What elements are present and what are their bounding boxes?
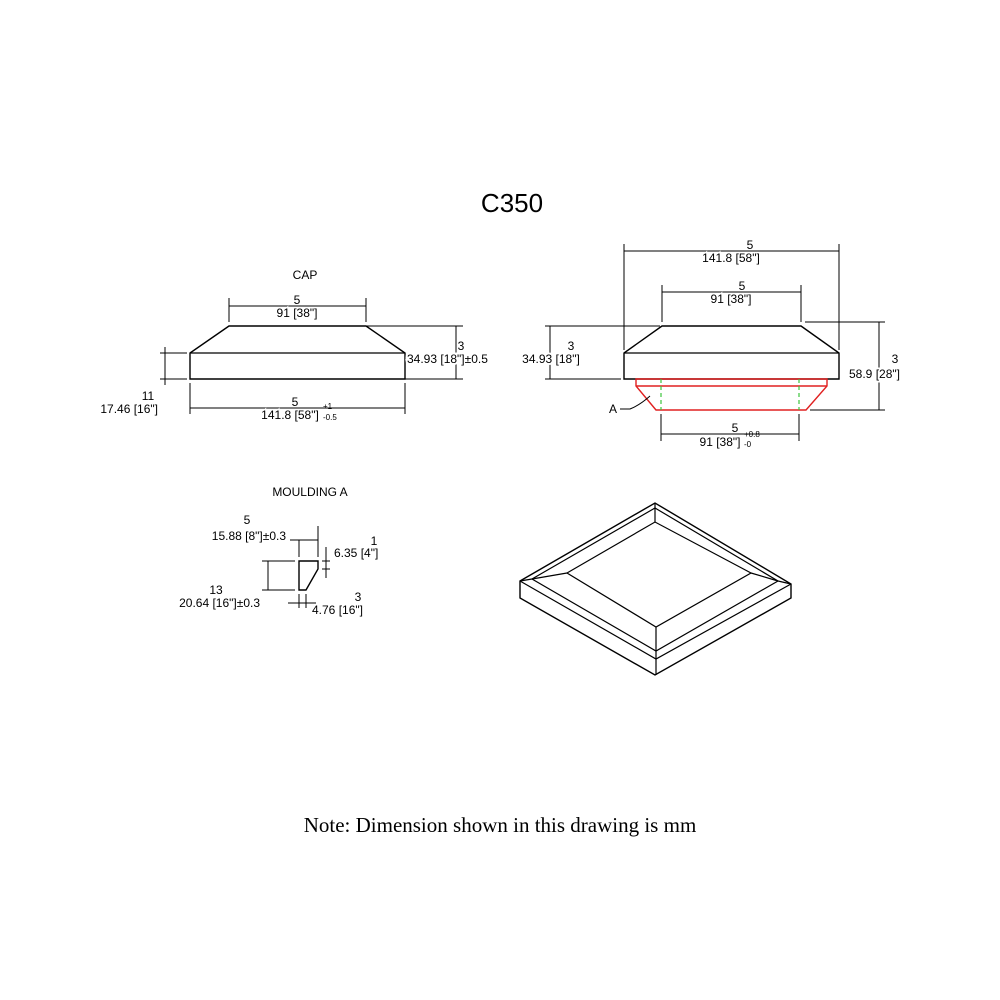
- side-top-width: 91 [38"]: [711, 292, 752, 306]
- cap-height: 34.93 [18"]±0.5: [407, 352, 488, 366]
- cap-top-width-frac: 5: [294, 293, 301, 307]
- iso-bevel-ring: [530, 507, 780, 652]
- moulding-label: MOULDING A: [272, 485, 347, 499]
- moulding-profile: [298, 560, 319, 591]
- moulding-height-frac: 13: [209, 583, 223, 597]
- cap-label: CAP: [293, 268, 318, 282]
- side-overall-width: 141.8 [58"]: [702, 251, 760, 265]
- moulding-bottom: 4.76 [16"]: [312, 603, 363, 617]
- cap-bottom-width-frac: 5: [292, 395, 299, 409]
- side-view: 5 141.8 [58"] 5 91 [38"] 3 34.93 [18"] 3…: [520, 238, 902, 451]
- cap-base-height: 17.46 [16"]: [100, 402, 158, 416]
- side-cap-height-frac: 3: [568, 339, 575, 353]
- side-bottom-width-frac: 5: [732, 421, 739, 435]
- cap-height-frac: 3: [458, 339, 465, 353]
- moulding-top: 6.35 [4"]: [334, 546, 378, 560]
- cap-bottom-width: 141.8 [58"]: [261, 408, 319, 422]
- moulding-callout-leader: [620, 395, 651, 410]
- isometric-view: [519, 502, 792, 676]
- moulding-width: 15.88 [8"]±0.3: [212, 529, 287, 543]
- side-total-height-frac: 3: [892, 352, 899, 366]
- cap-bottom-tol-plus: +1: [323, 402, 333, 411]
- side-bottom-width: 91 [38"]: [700, 435, 741, 449]
- cap-bottom-tol-minus: -0.5: [323, 413, 337, 422]
- moulding-top-frac: 1: [371, 534, 378, 548]
- moulding-bottom-frac: 3: [355, 590, 362, 604]
- side-overall-width-frac: 5: [747, 238, 754, 252]
- side-total-height: 58.9 [28"]: [849, 367, 900, 381]
- moulding-height: 20.64 [16"]±0.3: [179, 596, 260, 610]
- cap-base-height-frac: 11: [142, 389, 155, 403]
- side-moulding-outline: [635, 378, 828, 411]
- side-cap-height: 34.93 [18"]: [522, 352, 580, 366]
- side-top-width-frac: 5: [739, 279, 746, 293]
- moulding-width-frac: 5: [244, 513, 251, 527]
- units-note: Note: Dimension shown in this drawing is…: [304, 813, 697, 837]
- side-bottom-tol-minus: -0: [744, 440, 752, 449]
- drawing-title: C350: [481, 188, 543, 218]
- cap-top-width: 91 [38"]: [277, 306, 318, 320]
- moulding-view: MOULDING A 5 15.88 [8"]±0.3 1 6.35 [4"] …: [179, 485, 378, 617]
- moulding-callout-label: A: [609, 402, 617, 416]
- side-bottom-tol-plus: +0.8: [744, 430, 760, 439]
- cap-view: CAP 5 91 [38"] 3 34.93 [18"]±0.5 11 17.4…: [100, 268, 490, 424]
